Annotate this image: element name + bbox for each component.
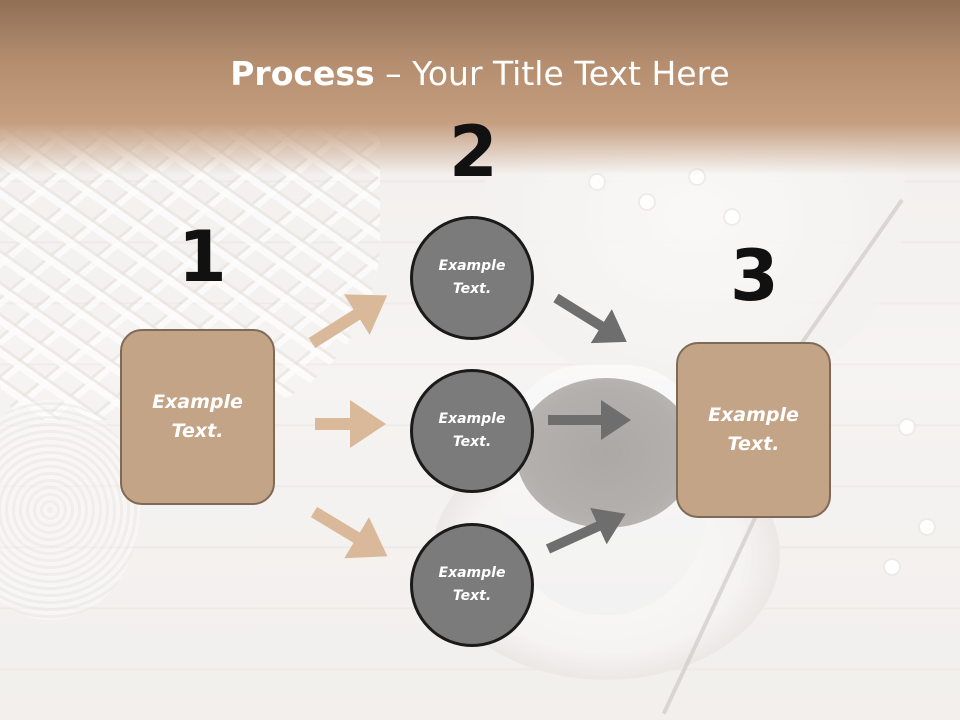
step-number-3: 3 (730, 235, 779, 317)
step-1-box[interactable]: Example Text. (120, 329, 275, 505)
slide-title: Process – Your Title Text Here (0, 50, 960, 98)
blossom-icon (590, 175, 604, 189)
step-2-circle-middle[interactable]: Example Text. (410, 369, 534, 493)
title-bold: Process (230, 54, 375, 93)
step-number-1: 1 (178, 216, 227, 298)
step-number-2: 2 (449, 111, 498, 193)
blossom-icon (640, 195, 654, 209)
background-doily (0, 400, 140, 620)
step-1-text: Example Text. (152, 391, 243, 442)
step-2-circle-bottom[interactable]: Example Text. (410, 523, 534, 647)
blossom-icon (725, 210, 739, 224)
blossom-icon (920, 520, 934, 534)
arrow-tan-down (310, 506, 388, 559)
step-2-circle-top[interactable]: Example Text. (410, 216, 534, 340)
title-rest: – Your Title Text Here (374, 54, 730, 93)
arrow-gray-up (545, 507, 626, 554)
arrow-tan-up (308, 294, 388, 349)
step-3-box[interactable]: Example Text. (676, 342, 831, 518)
circle-text: Example Text. (438, 258, 506, 297)
title-band (0, 0, 960, 175)
arrow-gray-down (553, 293, 627, 344)
step-3-text: Example Text. (708, 404, 799, 455)
blossom-icon (885, 560, 899, 574)
blossom-icon (900, 420, 914, 434)
circle-text: Example Text. (438, 565, 506, 604)
circle-text: Example Text. (438, 411, 506, 450)
